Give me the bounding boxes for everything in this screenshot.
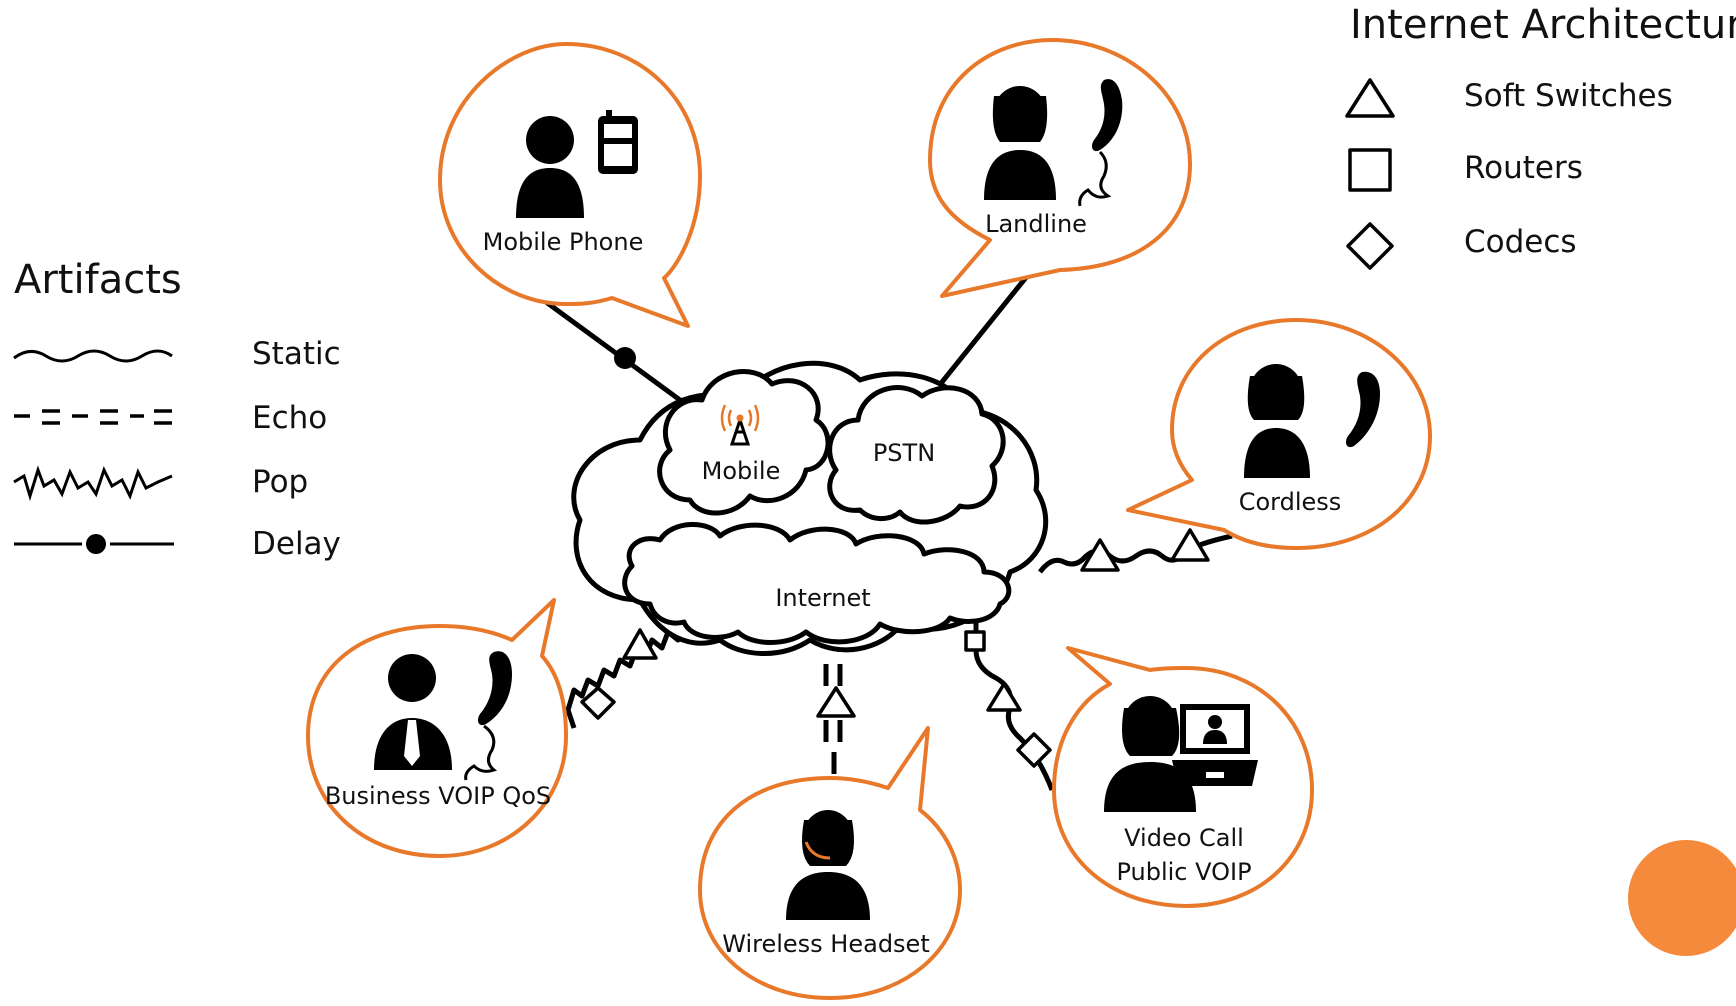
- person-icon: [984, 86, 1056, 200]
- headset-label: Wireless Headset: [722, 930, 929, 958]
- person-icon: [516, 116, 584, 218]
- artifacts-legend: Artifacts Static Echo Pop Delay: [13, 257, 341, 562]
- phone-handset-icon: [1346, 371, 1380, 448]
- internet-cloud-label: Internet: [775, 584, 870, 612]
- diamond-icon: [1346, 222, 1394, 270]
- video-node: Video Call Public VOIP: [1052, 646, 1314, 908]
- mobile-phone-connection: [544, 299, 682, 403]
- legend-label-static: Static: [252, 336, 341, 372]
- pstn-cloud-label: PSTN: [873, 439, 935, 467]
- wave-line-icon: [13, 349, 173, 363]
- cell-tower-icon: [720, 404, 760, 446]
- laptop-icon: [1172, 704, 1258, 786]
- artifacts-legend-title: Artifacts: [14, 257, 182, 303]
- phone-handset-icon: [1092, 79, 1123, 152]
- landline-label: Landline: [985, 210, 1087, 238]
- corner-accent-circle: [1628, 840, 1736, 956]
- headset-node: Wireless Headset: [698, 726, 962, 1000]
- person-icon: [1104, 696, 1196, 812]
- connections: [544, 268, 1233, 791]
- cordless-connection: [1038, 528, 1233, 574]
- mobile-phone-icon: [598, 110, 638, 174]
- dot-line-icon: [14, 534, 174, 554]
- business-label: Business VOIP QoS: [325, 782, 551, 810]
- legend-label-soft-switches: Soft Switches: [1464, 78, 1673, 114]
- square-icon: [1348, 148, 1392, 192]
- legend-label-pop: Pop: [252, 464, 308, 500]
- cordless-label: Cordless: [1239, 488, 1342, 516]
- video-label-line2: Public VOIP: [1116, 858, 1251, 886]
- legend-label-echo: Echo: [252, 400, 327, 436]
- cordless-node: Cordless: [1126, 318, 1432, 550]
- legend-label-delay: Delay: [252, 526, 341, 562]
- person-icon: [374, 654, 452, 770]
- zigzag-line-icon: [13, 465, 173, 502]
- headset-mic-icon: [804, 841, 831, 860]
- business-connection: [565, 619, 687, 729]
- mobile-phone-node: Mobile Phone: [438, 42, 702, 328]
- video-label-line1: Video Call: [1124, 824, 1244, 852]
- internet-cloud: [622, 522, 1012, 645]
- legend-label-routers: Routers: [1464, 150, 1583, 186]
- landline-node: Landline: [928, 38, 1192, 298]
- triangle-icon: [1345, 78, 1395, 118]
- legend-label-codecs: Codecs: [1464, 224, 1577, 260]
- phone-cord-icon: [464, 724, 498, 781]
- business-node: Business VOIP QoS: [306, 598, 568, 858]
- mobile-cloud: [657, 369, 831, 516]
- architecture-legend: Internet Architecture Soft Switches Rout…: [1345, 2, 1736, 270]
- person-icon: [1244, 364, 1310, 478]
- phone-handset-icon: [478, 651, 512, 726]
- headset-connection: [816, 632, 856, 774]
- landline-connection: [932, 268, 1034, 394]
- pstn-cloud: [827, 385, 1006, 525]
- phone-cord-icon: [1078, 150, 1112, 207]
- architecture-legend-title: Internet Architecture: [1350, 2, 1736, 48]
- network-cloud: Mobile PSTN Internet: [571, 360, 1049, 657]
- mobile-phone-label: Mobile Phone: [483, 228, 644, 256]
- video-connection: [964, 620, 1055, 791]
- dash-line-icon: [14, 409, 172, 425]
- mobile-cloud-label: Mobile: [702, 457, 781, 485]
- person-icon: [786, 810, 870, 920]
